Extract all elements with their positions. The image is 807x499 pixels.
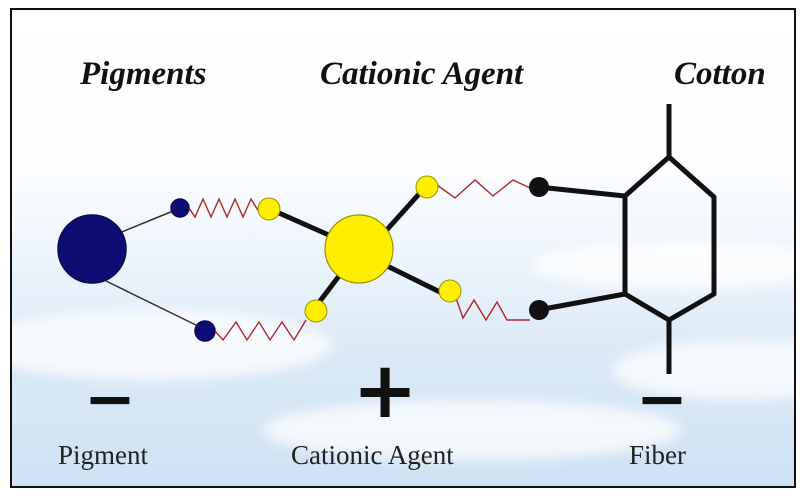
cellulose-ring <box>622 154 717 323</box>
cationic-charge-symbol: + <box>352 346 417 436</box>
background-cloud <box>532 240 794 290</box>
background-cloud <box>262 400 682 460</box>
diagram-frame <box>10 8 796 488</box>
cationic-agent-caption: Cationic Agent <box>291 440 454 470</box>
chain-zigzag-bottom-right <box>455 297 530 322</box>
pigment-sphere <box>57 214 127 284</box>
fiber-caption: Fiber <box>629 440 686 470</box>
pigments-heading: Pigments <box>80 56 207 92</box>
cationic-bond-upper-right <box>382 192 421 235</box>
pigment-end-group-bottom <box>194 320 216 342</box>
fiber-end-group-top <box>529 177 549 197</box>
fiber-end-group-bottom <box>529 300 549 320</box>
cationic-end-group-upper-left <box>257 197 281 221</box>
cationic-end-group-lower-left <box>304 299 328 323</box>
cationic-sphere <box>324 214 394 284</box>
chain-zigzag-top-left <box>188 197 263 219</box>
pigment-arm-top <box>111 208 179 237</box>
background-cloud <box>12 310 332 380</box>
cationic-end-group-lower-right <box>438 279 462 303</box>
pigment-caption: Pigment <box>58 440 149 470</box>
fiber-bond-bottom <box>537 291 626 313</box>
cationic-end-group-upper-right <box>415 175 439 199</box>
fiber-bond-top <box>537 184 626 199</box>
chain-zigzag-top-right <box>436 179 531 199</box>
pigment-end-group-top <box>170 198 190 218</box>
cotton-heading: Cotton <box>674 56 766 92</box>
chain-zigzag-bottom-left <box>214 319 307 342</box>
pigment-charge-symbol: − <box>84 362 136 435</box>
fiber-charge-symbol: − <box>636 362 688 435</box>
pigment-arm-bottom <box>105 280 201 328</box>
cationic-agent-heading: Cationic Agent <box>320 56 524 92</box>
cationic-bond-lower-right <box>379 260 446 297</box>
